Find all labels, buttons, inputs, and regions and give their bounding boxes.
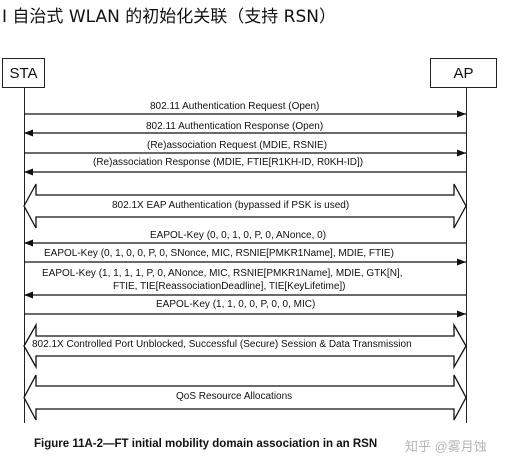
ap-lifeline	[466, 88, 467, 423]
sta-lifeline	[24, 88, 25, 423]
block-arrow-port-unblocked	[23, 322, 467, 370]
arrow-eapol-1-head	[24, 239, 33, 247]
watermark: 知乎 @雾月蚀	[405, 439, 487, 454]
page-heading: I 自治式 WLAN 的初始化关联（支持 RSN）	[2, 7, 336, 27]
arrow-eapol-2-head	[457, 258, 466, 266]
msg-label-eap-auth: 802.1X EAP Authentication (bypassed if P…	[112, 200, 350, 211]
msg-label-eapol-4: EAPOL-Key (1, 1, 0, 0, P, 0, 0, MIC)	[156, 299, 316, 310]
msg-label-eapol-3-line1: EAPOL-Key (1, 1, 1, 1, P, 0, ANonce, MIC…	[42, 268, 403, 279]
figure-caption: Figure 11A-2—FT initial mobility domain …	[34, 438, 378, 450]
msg-label-eapol-2: EAPOL-Key (0, 1, 0, 0, P, 0, SNonce, MIC…	[44, 248, 394, 259]
sta-participant-box: STA	[2, 58, 45, 88]
ap-participant-box: AP	[430, 58, 497, 88]
arrow-auth-request-head	[457, 110, 466, 118]
msg-label-eapol-1: EAPOL-Key (0, 0, 1, 0, P, 0, ANonce, 0)	[150, 230, 327, 241]
msg-label-auth-request: 802.11 Authentication Request (Open)	[150, 101, 320, 112]
block-arrow-qos	[23, 374, 467, 421]
block-arrow-eap-auth	[23, 183, 467, 229]
msg-label-reassoc-response: (Re)association Response (MDIE, FTIE[R1K…	[93, 157, 364, 168]
arrow-reassoc-response-head	[24, 168, 33, 176]
arrow-reassoc-request-head	[457, 149, 466, 157]
arrow-auth-response-head	[24, 129, 33, 137]
arrow-eapol-3-head	[24, 291, 33, 299]
arrow-eapol-4-head	[457, 310, 466, 318]
msg-label-qos: QoS Resource Allocations	[176, 391, 293, 402]
msg-label-eapol-3-line2: FTIE, TIE[ReassociationDeadline], TIE[Ke…	[113, 281, 346, 292]
msg-label-port-unblocked: 802.1X Controlled Port Unblocked, Succes…	[32, 339, 412, 350]
msg-label-auth-response: 802.11 Authentication Response (Open)	[146, 121, 324, 132]
msg-label-reassoc-request: (Re)association Request (MDIE, RSNIE)	[147, 140, 328, 151]
